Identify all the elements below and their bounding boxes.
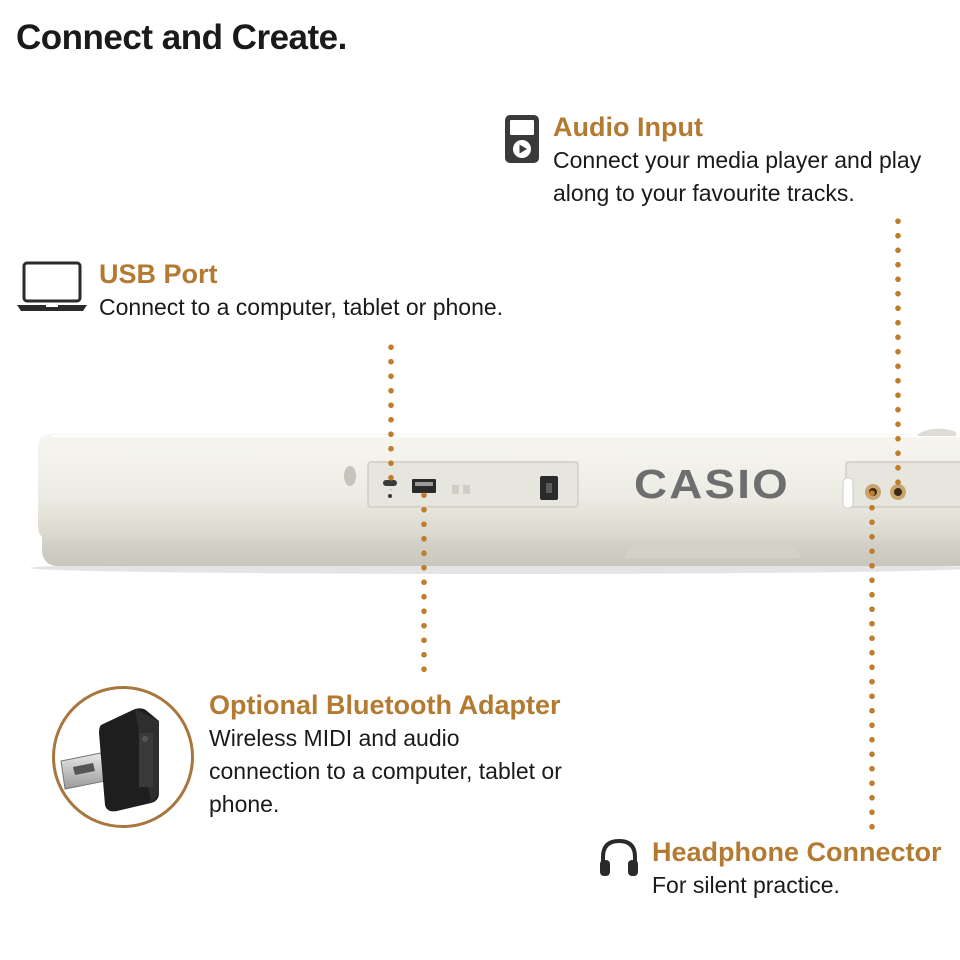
page-title: Connect and Create. (16, 18, 347, 57)
audio-input-title: Audio Input (553, 112, 703, 142)
audio-input-description: Connect your media player and play along… (553, 147, 922, 206)
headphone-description: For silent practice. (652, 872, 840, 898)
casio-logo: CASIO (634, 461, 790, 507)
usb-port-description: Connect to a computer, tablet or phone. (99, 294, 504, 320)
bluetooth-adapter-title: Optional Bluetooth Adapter (209, 690, 561, 720)
headphone-leader-line (869, 486, 875, 836)
bluetooth-leader-line (421, 488, 427, 674)
bluetooth-adapter-description: Wireless MIDI and audio connection to a … (209, 725, 562, 817)
media-player-icon (505, 115, 539, 163)
laptop-icon (17, 261, 87, 311)
usb-port-leader-line (388, 340, 394, 490)
headphone-title: Headphone Connector (652, 837, 942, 867)
usb-port-title: USB Port (99, 259, 218, 289)
bluetooth-adapter-image (52, 686, 194, 828)
headphones-icon (600, 838, 638, 876)
audio-input-leader-line (895, 214, 901, 486)
